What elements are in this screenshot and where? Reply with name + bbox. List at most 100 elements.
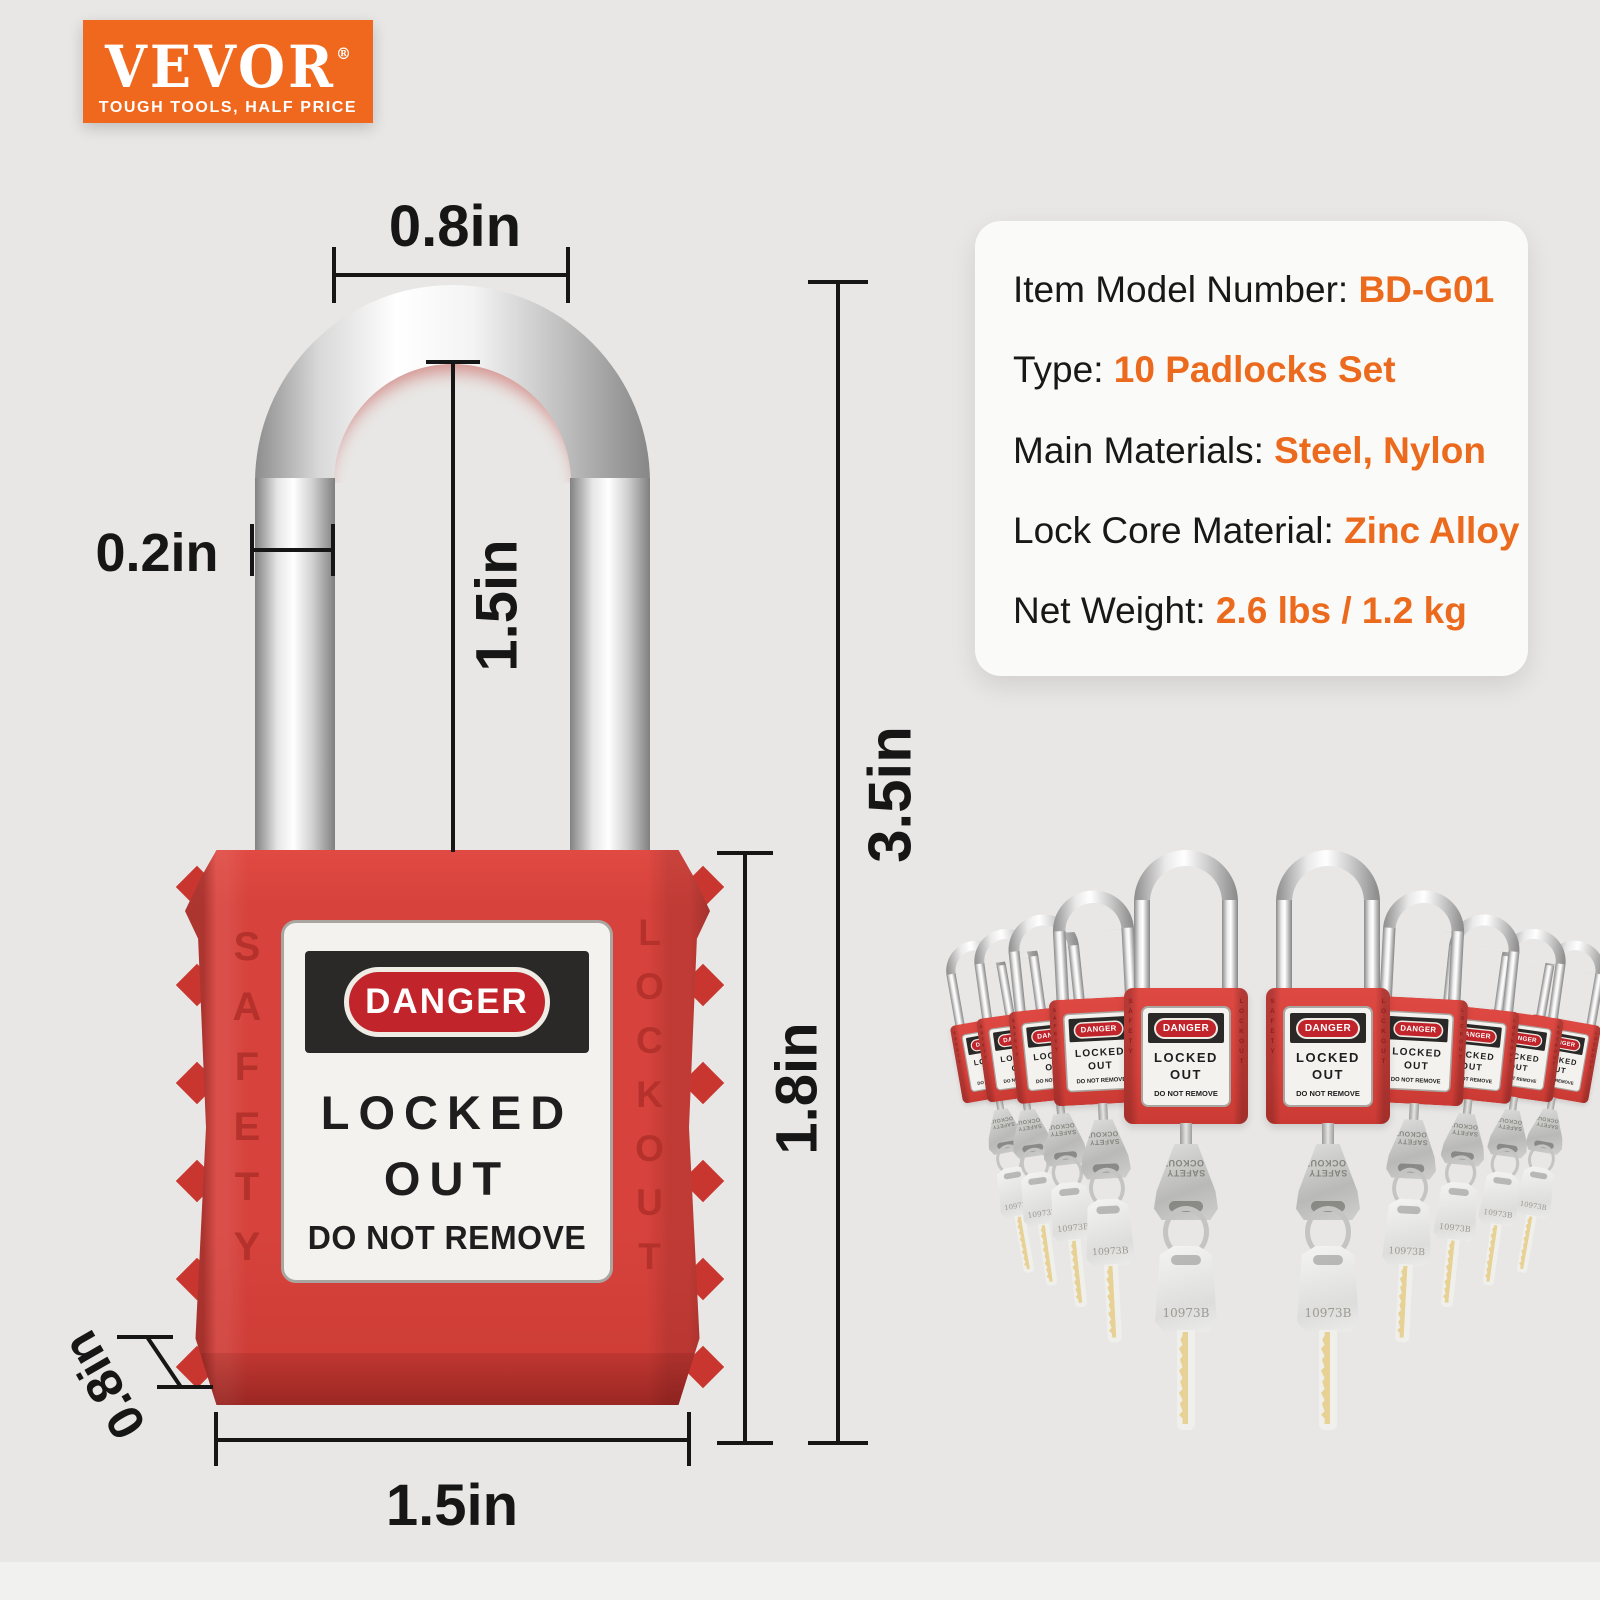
spec-row-weight: Net Weight: 2.6 lbs / 1.2 kg xyxy=(1013,590,1467,631)
padlock-warning-label: DANGER LOCKED OUT DO NOT REMOVE xyxy=(281,920,613,1283)
key-stem xyxy=(1408,1102,1420,1122)
label-line-locked: LOCKED xyxy=(1154,1050,1218,1065)
padlock-shackle-arch xyxy=(1134,850,1238,902)
emboss-safety-text: SAFETY xyxy=(1051,1007,1060,1055)
danger-badge: DANGER xyxy=(344,967,550,1037)
key-head-lower: 10973B xyxy=(1297,1246,1359,1332)
dim-tick xyxy=(717,1441,773,1445)
dim-tick xyxy=(157,1385,213,1389)
emboss-lockout-text: LOCKOUT xyxy=(1238,998,1245,1068)
dim-line xyxy=(216,1438,689,1442)
padlock-shackle-right-leg xyxy=(570,478,650,852)
label-line-out: OUT xyxy=(1170,1067,1202,1082)
key-stem xyxy=(1322,1123,1334,1146)
spec-value-type: 10 Padlocks Set xyxy=(1113,349,1396,391)
key-code: 10973B xyxy=(1162,1306,1210,1320)
label-line-out: OUT xyxy=(1312,1067,1344,1082)
label-line-out: OUT xyxy=(383,1152,511,1205)
floor-highlight xyxy=(0,1562,1600,1600)
dim-shackle-height-label: 1.5in xyxy=(464,539,530,672)
dim-tick xyxy=(214,1412,218,1466)
dim-tick xyxy=(717,851,773,855)
padlock-shackle-left-leg xyxy=(974,963,993,1020)
emboss-lockout-text: LOCKOUT xyxy=(1380,998,1387,1068)
dim-shackle-width-label: 0.8in xyxy=(388,194,522,259)
dim-line xyxy=(334,273,568,277)
spec-value-model: BD-G01 xyxy=(1358,269,1495,310)
dim-line xyxy=(836,282,840,1445)
key-code: 10973B xyxy=(1304,1306,1352,1320)
dim-line xyxy=(146,1336,182,1388)
dim-body-height-label: 1.8in xyxy=(764,1022,830,1155)
padlock-warning-label: DANGER LOCKED OUT DO NOT REMOVE xyxy=(1283,1006,1373,1107)
emboss-safety-text: SAFETY xyxy=(1269,998,1276,1058)
spec-card: Item Model Number: BD-G01 Type: 10 Padlo… xyxy=(975,221,1528,676)
emboss-lockout-text: LOCKOUT xyxy=(1507,1018,1518,1067)
registered-mark-icon: ® xyxy=(335,43,351,63)
label-line-do-not-remove: DO NOT REMOVE xyxy=(1296,1089,1360,1098)
padlock-shackle-left-leg xyxy=(1276,900,1292,990)
spec-value-weight: 2.6 lbs / 1.2 kg xyxy=(1215,590,1467,631)
label-line-do-not-remove: DO NOT REMOVE xyxy=(1154,1089,1218,1098)
danger-band: DANGER xyxy=(305,951,589,1053)
dim-body-width-label: 1.5in xyxy=(385,1473,519,1538)
padlock-shackle-left-leg xyxy=(1052,930,1070,1002)
padlock-shackle-left-leg xyxy=(1134,900,1150,990)
emboss-safety-text: SAFETY xyxy=(1010,1018,1020,1060)
padlock-shackle-right-leg xyxy=(1586,973,1600,1027)
dim-tick xyxy=(332,247,336,303)
label-line-locked: LOCKED xyxy=(1296,1050,1360,1065)
dim-line xyxy=(252,548,333,552)
padlock-body xyxy=(185,850,710,1405)
label-line-do-not-remove: DO NOT REMOVE xyxy=(307,1219,587,1256)
padlock-shackle-right-leg xyxy=(1547,963,1566,1020)
danger-band: DANGER xyxy=(1148,1013,1224,1043)
padlock-warning-label: DANGER LOCKED OUT DO NOT REMOVE xyxy=(1141,1006,1231,1107)
dim-line xyxy=(451,362,455,852)
emboss-safety-text: SAFETY xyxy=(978,1024,989,1063)
spec-row-model: Item Model Number: BD-G01 xyxy=(1013,269,1495,310)
emboss-lockout-text: LOCKOUT xyxy=(1457,1007,1466,1063)
brand-name: VEVOR® xyxy=(105,31,351,101)
danger-badge: DANGER xyxy=(1154,1017,1218,1039)
dim-line xyxy=(743,853,747,1445)
spec-value-core: Zinc Alloy xyxy=(1344,509,1520,551)
emboss-safety-text: SAFETY xyxy=(1127,998,1134,1058)
dim-tick xyxy=(687,1412,691,1466)
padlock-body: SAFETY LOCKOUT DANGER LOCKED OUT DO NOT … xyxy=(1124,988,1248,1124)
spec-value-materials: Steel, Nylon xyxy=(1274,429,1486,471)
key-head-lower: 10973B xyxy=(1155,1246,1217,1332)
dim-tick xyxy=(808,1441,868,1445)
padlock-shackle-right-leg xyxy=(1222,900,1238,990)
dim-tick xyxy=(117,1335,173,1339)
vevor-logo: VEVOR® TOUGH TOOLS, HALF PRICE xyxy=(83,20,373,123)
brand-tagline: TOUGH TOOLS, HALF PRICE xyxy=(98,98,358,116)
padlock-shackle-right-leg xyxy=(1364,900,1380,990)
padlock-shackle-right-leg xyxy=(1502,951,1520,1014)
emboss-safety-text: SAFETY xyxy=(225,925,269,1285)
padlock-shackle-arch xyxy=(1276,850,1380,902)
dim-tick xyxy=(566,247,570,303)
emboss-lockout-text: LOCKOUT xyxy=(629,912,670,1290)
label-line-locked: LOCKED xyxy=(320,1086,574,1139)
dim-shackle-thickness-label: 0.2in xyxy=(95,523,219,583)
key-blade xyxy=(1177,1330,1195,1430)
danger-badge: DANGER xyxy=(1296,1017,1360,1039)
key-stem xyxy=(1180,1123,1192,1146)
spec-row-core: Lock Core Material: Zinc Alloy xyxy=(1013,509,1520,551)
dim-tick xyxy=(331,524,335,576)
padlock-set-item: SAFETY LOCKOUT DANGER LOCKED OUT DO NOT … xyxy=(1253,850,1403,1450)
danger-band: DANGER xyxy=(1290,1013,1366,1043)
dim-tick xyxy=(426,360,480,364)
dim-tick xyxy=(808,280,868,284)
spec-row-type: Type: 10 Padlocks Set xyxy=(1013,349,1396,391)
padlock-body: SAFETY LOCKOUT DANGER LOCKED OUT DO NOT … xyxy=(1266,988,1390,1124)
key-stem xyxy=(1097,1102,1109,1122)
emboss-lockout-text: LOCKOUT xyxy=(1551,1024,1562,1069)
padlock-shackle-left-leg xyxy=(255,478,335,852)
padlock-shackle-right-leg xyxy=(1447,930,1465,1002)
dim-tick xyxy=(250,524,254,576)
